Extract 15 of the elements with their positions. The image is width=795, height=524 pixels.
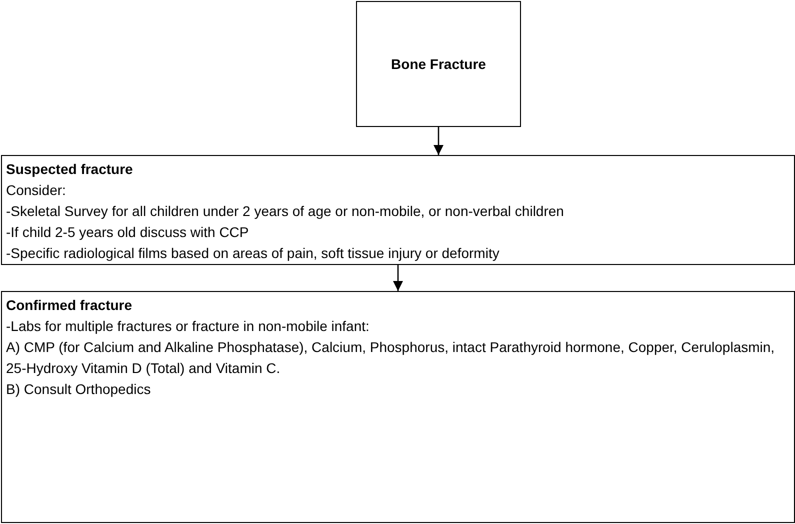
heading: Confirmed fracture: [6, 296, 134, 315]
heading: Suspected fracture: [6, 160, 134, 179]
body-text: -Skeletal Survey for all children under 2 years of age or non-mobile, or non-verbal children: [6, 202, 565, 221]
body-text: B) Consult Orthopedics: [6, 380, 152, 399]
body-text: -Specific radiological films based on areas of pain, soft tissue injury or deformity: [6, 244, 500, 263]
body-text: -If child 2-5 years old discuss with CCP: [6, 223, 250, 242]
body-text: A) CMP (for Calcium and Alkaline Phosphatase), Calcium, Phosphorus, intact Parathyroid hormone, Copper, Ceruloplasmin, 25-Hydroxy Vitamin D (Total) and Vitamin C.: [6, 338, 776, 378]
process-box: [356, 1, 521, 127]
text-box: [1, 155, 795, 265]
body-text: Consider:: [6, 181, 67, 200]
body-text: -Labs for multiple fractures or fracture in non-mobile infant:: [6, 317, 370, 336]
arrow: [434, 127, 444, 155]
arrow: [393, 265, 403, 291]
heading: Bone Fracture: [391, 54, 486, 74]
text-box: [1, 291, 795, 523]
